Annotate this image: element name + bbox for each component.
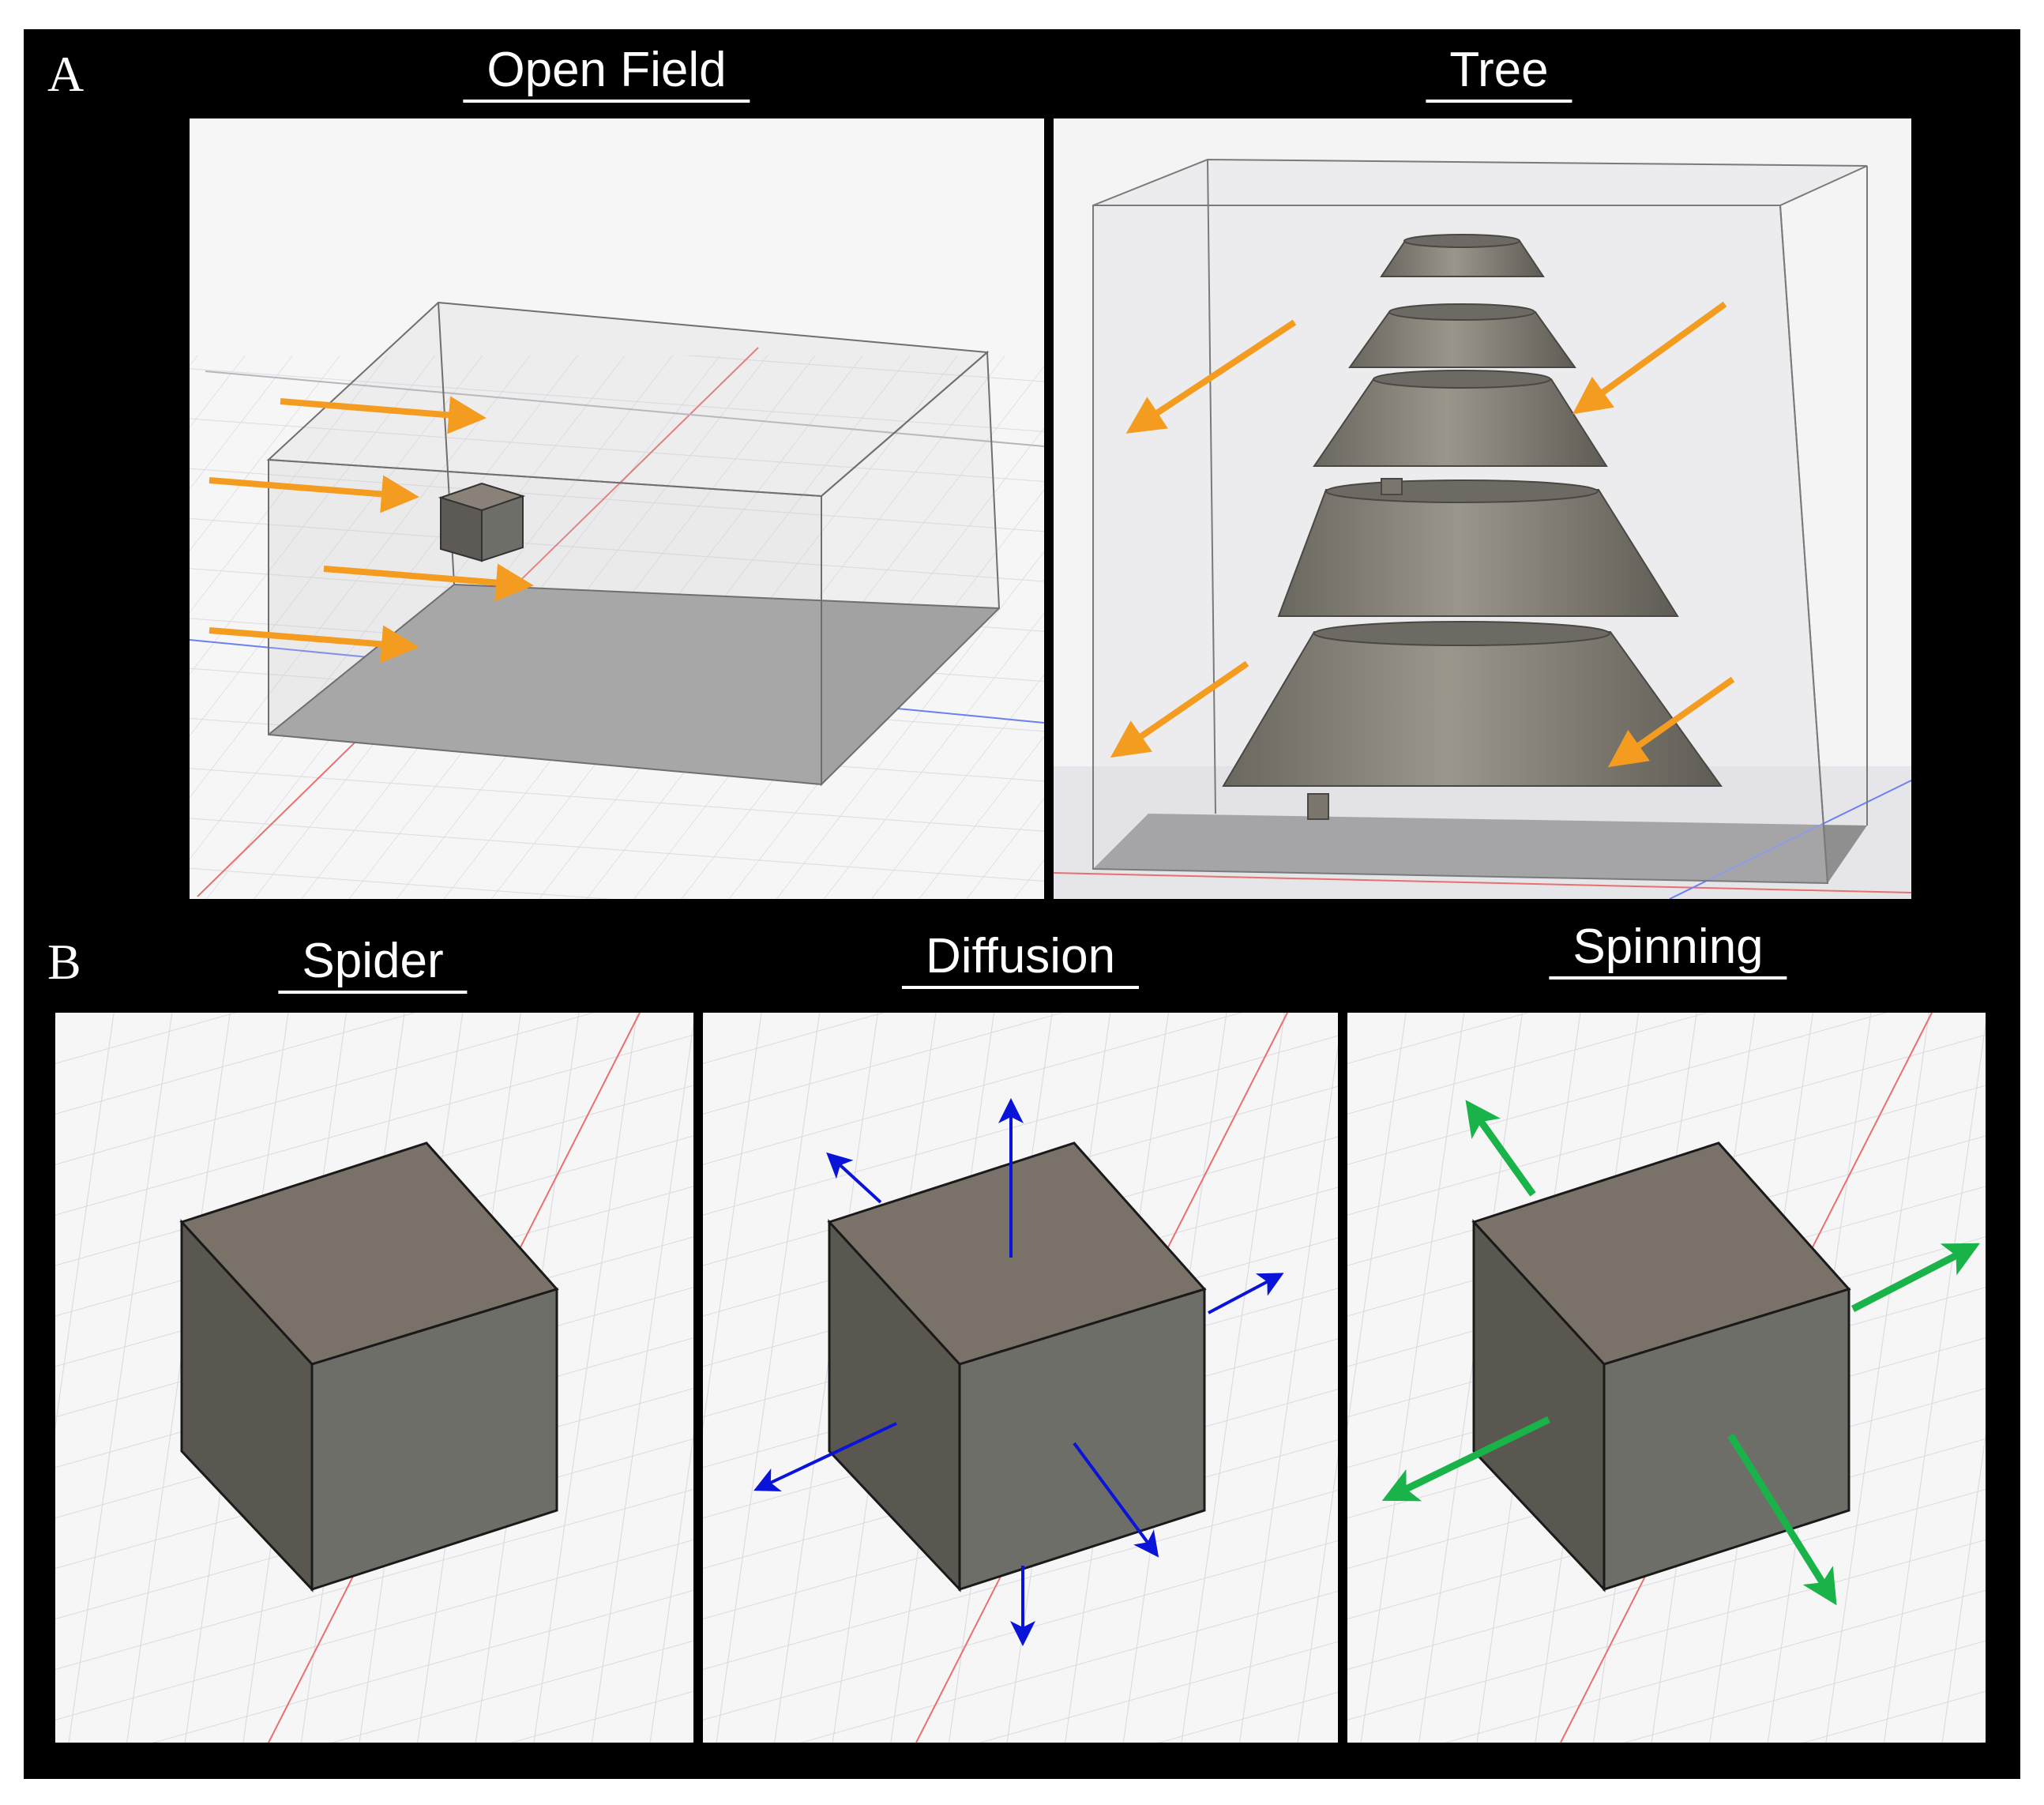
panel-b-letter: B (47, 934, 81, 990)
spider-title: Spider (278, 937, 468, 994)
open-field-scene (190, 301, 1044, 899)
small-cube (438, 482, 526, 562)
diffusion-arrows (753, 1098, 1284, 1646)
panel-a-letter: A (47, 46, 85, 102)
spinning-panel (1347, 1013, 1986, 1743)
spinning-scene (1347, 1013, 1986, 1743)
blue-axis (1669, 780, 1911, 899)
ruler-line (205, 370, 1044, 447)
box-floor (269, 585, 999, 784)
tree-panel (1054, 118, 1911, 899)
tree-title: Tree (1426, 46, 1572, 103)
diffusion-title: Diffusion (901, 932, 1140, 989)
spinning-title: Spinning (1549, 923, 1787, 980)
tree-scene (1054, 118, 1911, 899)
airflow-arrows (209, 396, 534, 664)
open-field-title: Open Field (463, 46, 750, 103)
box-floor (1093, 814, 1867, 883)
open-field-panel (190, 118, 1044, 899)
red-axis (1054, 872, 1911, 893)
cube (827, 1141, 1207, 1593)
spinning-arrows (1381, 1100, 1980, 1606)
diffusion-panel (703, 1013, 1338, 1743)
cube (179, 1141, 559, 1593)
diffusion-scene (703, 1013, 1338, 1743)
enclosure-box (266, 301, 1001, 787)
cube (1471, 1141, 1851, 1593)
spider-scene (55, 1013, 693, 1743)
spider-panel (55, 1013, 693, 1743)
airflow-arrows (1110, 301, 1735, 768)
tree-cones (1222, 234, 1723, 820)
